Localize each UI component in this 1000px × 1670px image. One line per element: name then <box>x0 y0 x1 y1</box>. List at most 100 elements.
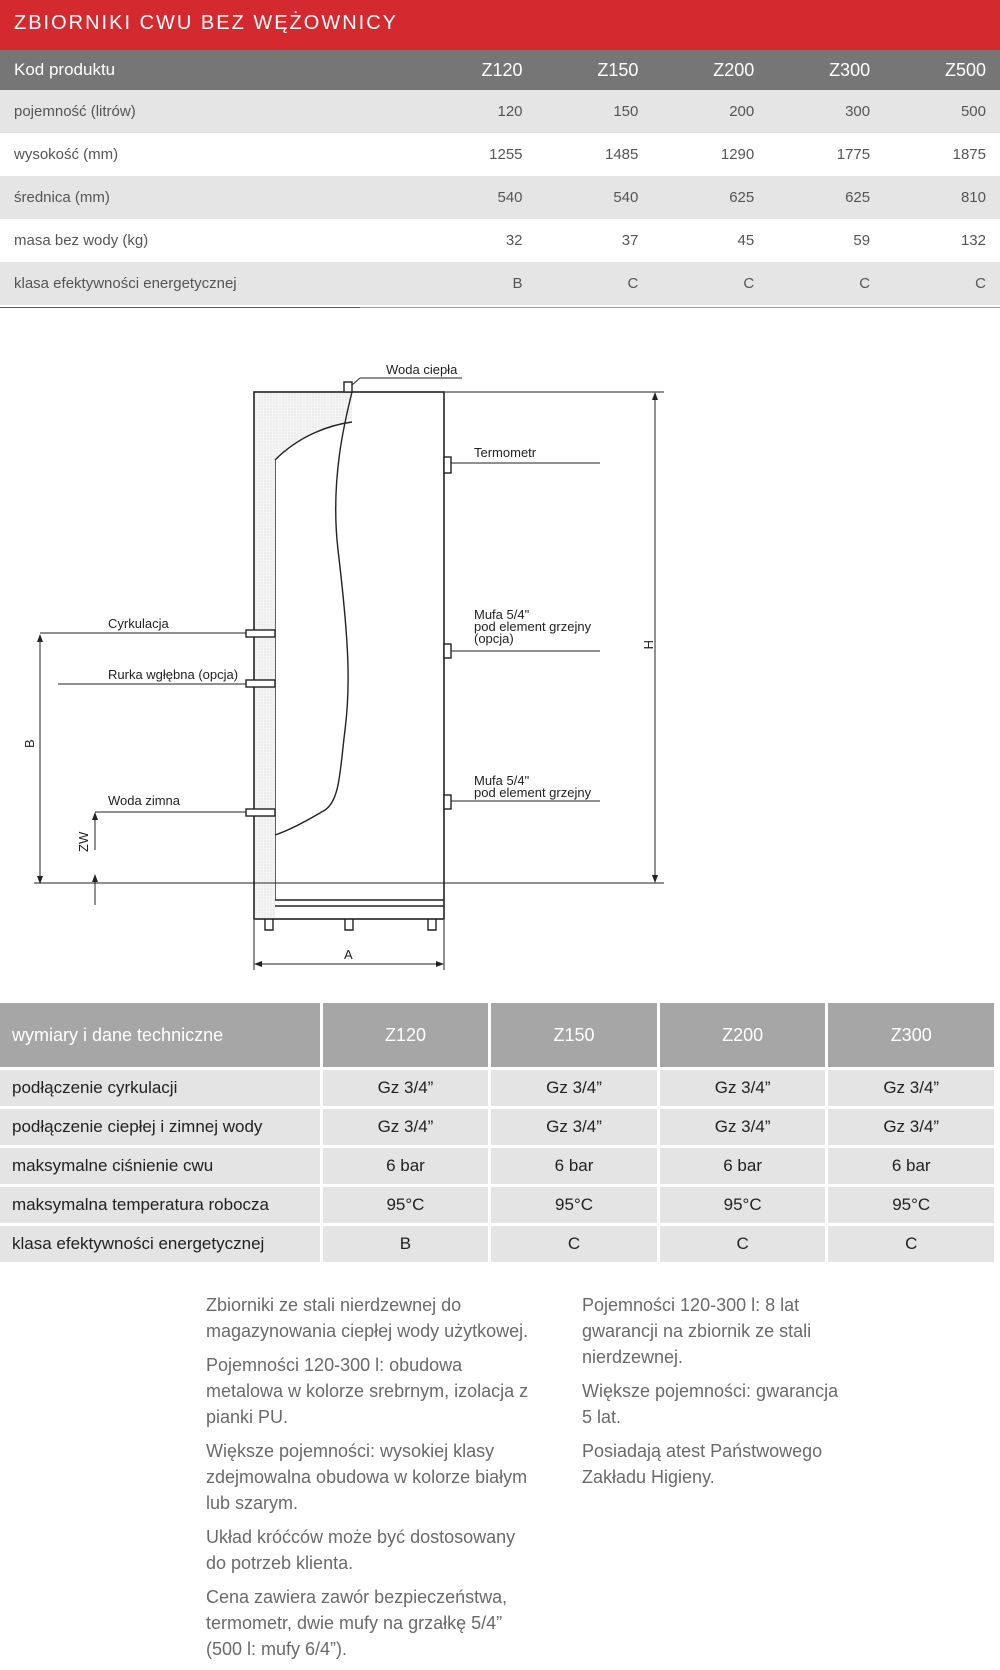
circulation-pipe <box>245 629 276 638</box>
label-cyrkulacja: Cyrkulacja <box>108 616 169 631</box>
label-mufa2-sub: pod element grzejny <box>474 785 592 800</box>
heater-port-lower <box>443 794 452 810</box>
header-cell: Z120 <box>420 50 537 90</box>
cell: C <box>536 262 653 305</box>
label-mufa1-opt: (opcja) <box>474 631 514 646</box>
cell: Gz 3/4” <box>659 1070 826 1106</box>
header-cell: Z300 <box>768 50 885 90</box>
cell: B <box>420 262 537 305</box>
table-row: klasa efektywności energetycznej B C C C… <box>0 262 1000 305</box>
hot-water-fitting <box>343 381 353 393</box>
row-label: podłączenie cyrkulacji <box>0 1070 320 1106</box>
header-cell: Z120 <box>322 1003 489 1067</box>
thermometer-port <box>443 456 452 474</box>
cell: 95°C <box>659 1187 826 1223</box>
cell: C <box>491 1226 657 1262</box>
label-woda-ciepla: Woda ciepła <box>386 362 458 377</box>
row-label: klasa efektywności energetycznej <box>0 262 421 305</box>
cell: 120 <box>420 90 537 133</box>
table-row: maksymalna temperatura robocza 95°C 95°C… <box>0 1187 994 1223</box>
label-a: A <box>344 947 353 962</box>
row-label: podłączenie ciepłej i zimnej wody <box>0 1109 320 1145</box>
header-cell: Z150 <box>536 50 653 90</box>
header-cell: Z500 <box>884 50 1000 90</box>
note: Pojemności 120-300 l: obudowa metalowa w… <box>206 1355 529 1427</box>
dip-tube-pipe <box>245 679 276 688</box>
cell: Gz 3/4” <box>828 1070 994 1106</box>
cell: B <box>322 1226 489 1262</box>
header-cell: Z200 <box>659 1003 826 1067</box>
insulation-top <box>255 393 352 918</box>
cell: 6 bar <box>491 1148 657 1184</box>
cell: C <box>659 1226 826 1262</box>
label-mufa2: Mufa 5/4" <box>474 773 530 788</box>
title-banner: ZBIORNIKI CWU BEZ WĘŻOWNICY <box>0 0 1000 50</box>
cell: C <box>828 1226 994 1262</box>
page-title: ZBIORNIKI CWU BEZ WĘŻOWNICY <box>14 12 398 34</box>
cell: 6 bar <box>828 1148 994 1184</box>
cell: 500 <box>884 90 1000 133</box>
cold-water-pipe <box>245 808 276 817</box>
table-divider-accent <box>0 307 360 308</box>
label-mufa1-sub: pod element grzejny <box>474 619 592 634</box>
note: Posiadają atest Państwowego Zakładu Higi… <box>582 1441 823 1487</box>
row-label: masa bez wody (kg) <box>0 219 421 262</box>
table-row: masa bez wody (kg) 32 37 45 59 132 <box>0 219 1000 262</box>
cell: 6 bar <box>322 1148 489 1184</box>
cell: 540 <box>536 176 653 219</box>
cell: 625 <box>768 176 885 219</box>
cell: 37 <box>536 219 653 262</box>
label-woda-zimna: Woda zimna <box>108 793 181 808</box>
row-label: średnica (mm) <box>0 176 421 219</box>
note: Większe pojemności: gwarancja 5 lat. <box>582 1381 839 1427</box>
cell: 540 <box>420 176 537 219</box>
header-cell: Z150 <box>491 1003 657 1067</box>
label-rurka: Rurka wgłębna (opcja) <box>108 667 238 682</box>
product-table-header: Kod produktu Z120 Z150 Z200 Z300 Z500 <box>0 50 1000 90</box>
foot-middle <box>344 919 354 931</box>
table-row: podłączenie cyrkulacji Gz 3/4” Gz 3/4” G… <box>0 1070 994 1106</box>
table-divider <box>0 307 1000 308</box>
cell: Gz 3/4” <box>659 1109 826 1145</box>
cell: C <box>768 262 885 305</box>
cutaway-curve <box>274 391 353 836</box>
foot-left <box>264 919 274 931</box>
cell: 32 <box>420 219 537 262</box>
cell: Gz 3/4” <box>491 1070 657 1106</box>
row-label: maksymalna temperatura robocza <box>0 1187 320 1223</box>
cell: 625 <box>652 176 769 219</box>
table-row: podłączenie ciepłej i zimnej wody Gz 3/4… <box>0 1109 994 1145</box>
note: Układ króćców może być dostosowany do po… <box>206 1527 516 1573</box>
tank-diagram: Woda ciepła Termometr Mufa 5/4" pod elem… <box>22 362 664 970</box>
row-label: wysokość (mm) <box>0 133 421 176</box>
row-label: pojemność (litrów) <box>0 90 421 133</box>
cell: 1775 <box>768 133 885 176</box>
row-label: klasa efektywności energetycznej <box>0 1226 320 1262</box>
notes-right: Pojemności 120-300 l: 8 lat gwarancji na… <box>582 1292 852 1498</box>
row-label: maksymalne ciśnienie cwu <box>0 1148 320 1184</box>
cell: 95°C <box>491 1187 657 1223</box>
cell: Gz 3/4” <box>322 1109 489 1145</box>
cell: 45 <box>652 219 769 262</box>
table-row: średnica (mm) 540 540 625 625 810 <box>0 176 1000 219</box>
tech-data-table: wymiary i dane techniczne Z120 Z150 Z200… <box>0 1000 997 1265</box>
cell: 59 <box>768 219 885 262</box>
header-cell: Z200 <box>652 50 769 90</box>
label-b: B <box>22 739 37 748</box>
tech-table-header: wymiary i dane techniczne Z120 Z150 Z200… <box>0 1003 994 1067</box>
cell: 95°C <box>828 1187 994 1223</box>
label-h: H <box>641 640 656 649</box>
cell: 300 <box>768 90 885 133</box>
cell: C <box>652 262 769 305</box>
table-row: klasa efektywności energetycznej B C C C <box>0 1226 994 1262</box>
cell: Gz 3/4” <box>491 1109 657 1145</box>
cell: 1255 <box>420 133 537 176</box>
foot-right <box>427 919 437 931</box>
label-mufa1: Mufa 5/4" <box>474 607 530 622</box>
cell: 1290 <box>652 133 769 176</box>
cell: 150 <box>536 90 653 133</box>
tank-casing <box>253 391 445 920</box>
label-zw: ZW <box>76 831 91 852</box>
table-row: pojemność (litrów) 120 150 200 300 500 <box>0 90 1000 133</box>
cell: 810 <box>884 176 1000 219</box>
